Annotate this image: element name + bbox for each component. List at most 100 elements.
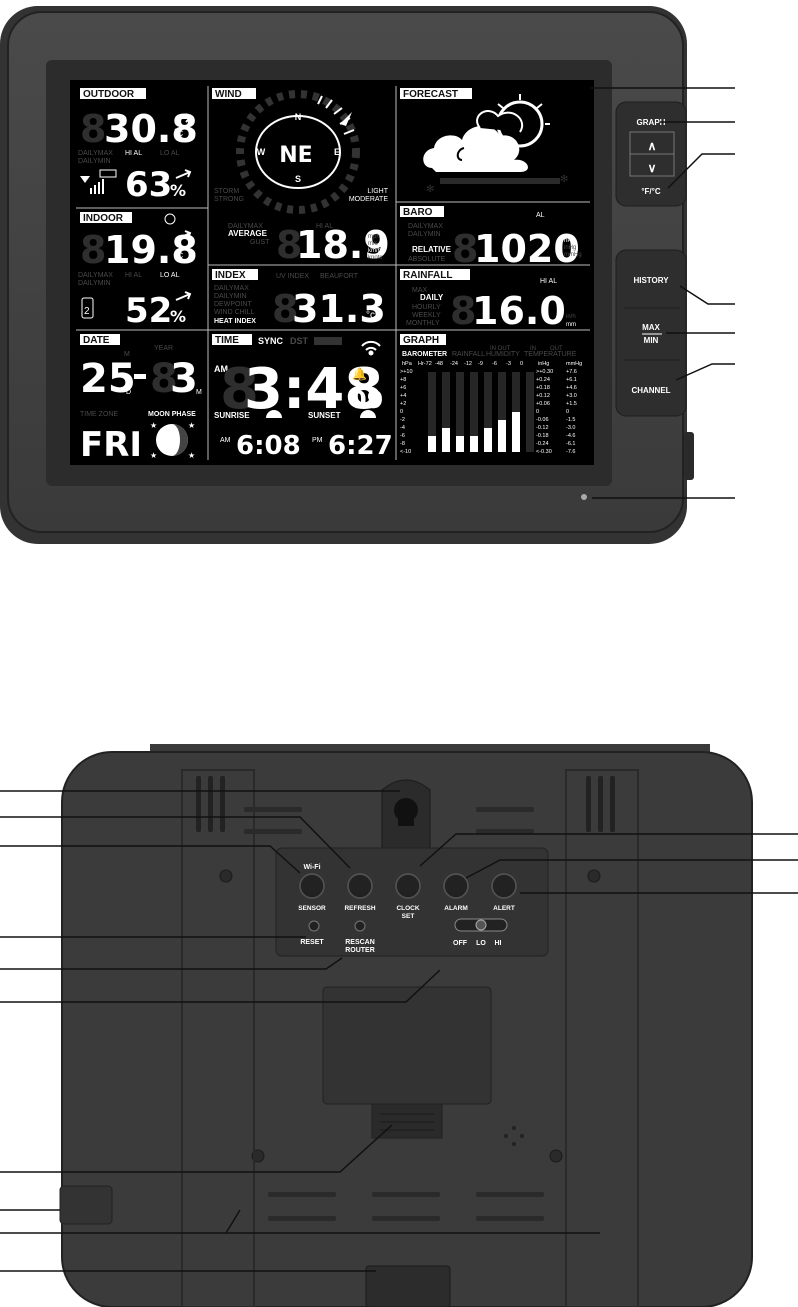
indoor-temperature: 19.8	[104, 228, 198, 272]
indoor-channel-number: 2	[84, 306, 90, 317]
graph-right-inhg-label: +0.24	[536, 377, 550, 383]
max-button[interactable]: MAX	[642, 323, 660, 332]
wifi-icon	[361, 340, 381, 356]
baro-dailymin-label: DAILYMIN	[408, 231, 441, 238]
wind-title: WIND	[215, 89, 242, 100]
outdoor-humidity: 63	[125, 165, 172, 205]
time-panel: TIME SYNC DST AM 8 3:48 09 🔔 SUNRISE SUN…	[212, 334, 393, 461]
svg-text:★: ★	[150, 451, 157, 460]
min-button[interactable]: MIN	[644, 336, 659, 345]
wind-hi-alarm-label: HI AL	[316, 223, 333, 230]
outdoor-temp-unit: °c	[174, 128, 183, 139]
wind-unit-ms: m/s	[368, 241, 378, 247]
wind-speed: 18.9	[296, 223, 390, 267]
weekday: FRI	[80, 425, 142, 465]
graph-button[interactable]: GRAPH	[637, 118, 666, 127]
graph-bar-slot	[526, 372, 534, 452]
back-button-label: ALERT	[493, 905, 515, 912]
graph-right-inhg-label: -0.12	[536, 425, 549, 431]
index-unit: °c	[366, 310, 375, 321]
graph-bar	[442, 428, 450, 452]
rainfall-hourly-label: HOURLY	[412, 304, 441, 311]
status-led	[581, 494, 587, 500]
date-title: DATE	[83, 335, 110, 346]
baro-dailymax-label: DAILYMAX	[408, 223, 443, 230]
reset-button[interactable]: RESET	[300, 920, 324, 946]
graph-out-label: OUT	[550, 346, 563, 352]
date-year-label: YEAR	[154, 345, 173, 352]
back-button-label: CLOCK	[396, 905, 419, 912]
battery-compartment-cover[interactable]	[322, 986, 492, 1105]
indoor-dailymin-label: DAILYMIN	[78, 280, 111, 287]
graph-right-inhg-label: -0.06	[536, 417, 549, 423]
baro-absolute-label: ABSOLUTE	[408, 256, 446, 263]
signal-icon	[80, 176, 104, 194]
back-button-label: ALARM	[444, 905, 467, 912]
graph-bar	[428, 436, 436, 452]
sunset-ampm: PM	[312, 437, 323, 444]
graph-right-mmhg-label: +7.6	[566, 369, 577, 375]
index-beaufort-label: BEAUFORT	[320, 273, 359, 280]
baro-unit-hpa: hPa	[564, 238, 575, 244]
graph-col-header: -9	[478, 361, 483, 367]
graph-left-scale-label: 0	[400, 409, 403, 415]
svg-text:8: 8	[276, 223, 302, 267]
svg-text:8: 8	[272, 287, 298, 331]
up-arrow-button[interactable]: ∧	[648, 139, 657, 153]
wind-unit-knots: knots	[368, 255, 382, 261]
wind-strong-label: STRONG	[214, 196, 244, 203]
graph-left-scale-label: -8	[400, 441, 405, 447]
channel-button[interactable]: CHANNEL	[631, 386, 670, 395]
date-d-label: D	[126, 389, 131, 396]
graph-bar-slot	[484, 372, 492, 452]
graph-left-scale-label: +2	[400, 401, 406, 407]
graph-right-inhg-label: -0.18	[536, 433, 549, 439]
graph-in-label: IN	[530, 346, 536, 352]
wind-light-label: LIGHT	[367, 188, 388, 195]
switch-off-label: OFF	[453, 940, 468, 947]
graph-bar-slot	[456, 372, 464, 452]
wind-direction-pointer-icon	[340, 112, 352, 126]
graph-in-out-label: IN OUT	[490, 346, 511, 352]
svg-text:8: 8	[150, 356, 178, 402]
graph-bar-slot	[470, 372, 478, 452]
outdoor-lo-alarm-label: LO AL	[160, 150, 180, 157]
back-button-label: REFRESH	[344, 905, 375, 912]
graph-right-mmhg-label: -4.6	[566, 433, 575, 439]
router-label: ROUTER	[345, 947, 375, 954]
compass-e: E	[334, 147, 340, 157]
unit-toggle-button[interactable]: °F/°C	[641, 187, 661, 196]
graph-right-mmhg-label: -7.6	[566, 449, 575, 455]
indoor-temp-unit: °c	[174, 250, 183, 261]
sunrise-ampm: AM	[220, 437, 231, 444]
back-button-alert[interactable]: ALERT	[491, 873, 517, 912]
graph-col-header: Hr-72	[418, 361, 432, 367]
svg-text:★: ★	[188, 421, 195, 430]
down-arrow-button[interactable]: ∨	[648, 161, 657, 175]
rescan-router-button[interactable]: RESCAN ROUTER	[345, 920, 375, 954]
outdoor-title: OUTDOOR	[83, 89, 135, 100]
wind-gust-label: GUST	[250, 239, 270, 246]
date-day: 25	[80, 356, 136, 402]
sunset-label: SUNSET	[308, 411, 341, 420]
graph-right-mmhg-label: +4.6	[566, 385, 577, 391]
forecast-rain-snow-icons: ✻ ✻	[426, 174, 568, 195]
wind-unit-kmh: km/h	[368, 248, 381, 254]
back-button-refresh[interactable]: REFRESH	[344, 873, 376, 912]
wind-dailymax-label: DAILYMAX	[228, 223, 263, 230]
back-vents	[244, 807, 544, 1221]
indoor-humidity-unit: %	[170, 307, 186, 326]
sensor-channel-icon	[81, 297, 94, 319]
compass-w: W	[257, 147, 266, 157]
back-button-alarm[interactable]: ALARM	[443, 873, 469, 912]
switch-hi-label: HI	[495, 940, 502, 947]
history-button[interactable]: HISTORY	[633, 276, 669, 285]
graph-barometer-label: BAROMETER	[402, 351, 447, 358]
trend-arrow-icon	[175, 291, 192, 301]
compass-n: N	[295, 112, 302, 122]
baro-pressure: 1020	[474, 227, 580, 271]
volume-switch[interactable]: OFF LO HI	[453, 918, 508, 947]
date-m-label: M	[196, 389, 202, 396]
